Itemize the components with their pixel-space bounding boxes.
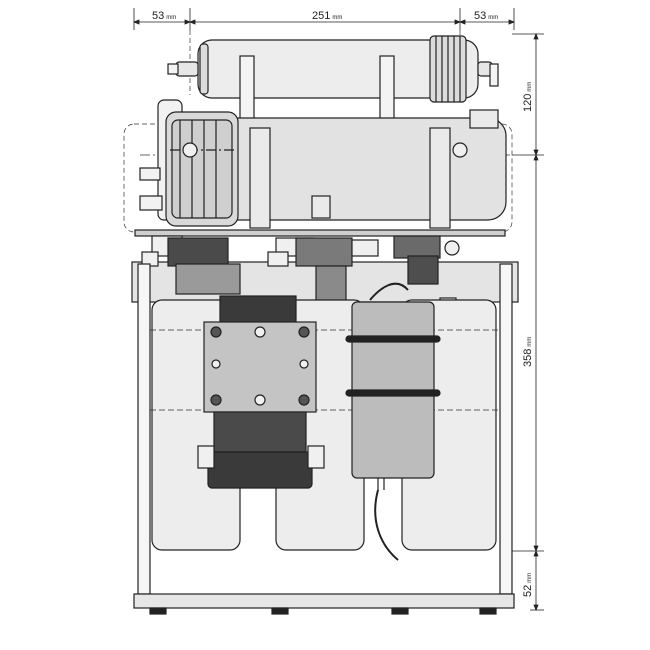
booster-pump (197, 295, 325, 489)
dim-right-unit: mm (488, 15, 498, 21)
power-adapter (345, 282, 441, 561)
dim-top-unit: mm (527, 82, 533, 92)
dim-left-unit: mm (166, 15, 176, 21)
right-dimension-labels: 120 mm 358 mm 52 mm (522, 82, 534, 597)
main-membrane-housing (139, 99, 507, 229)
inlet-valve (141, 235, 241, 295)
frame (133, 263, 515, 615)
top-membrane-filter (167, 35, 499, 121)
dim-bottom-value: 52 (522, 585, 534, 597)
pressure-switch (267, 237, 379, 307)
svg-text:120mm: 120 mm (522, 82, 534, 112)
svg-text:358mm: 358 mm (522, 337, 534, 367)
svg-text:52mm: 52 mm (522, 573, 534, 597)
dim-left-value: 53 (152, 10, 164, 22)
dim-right-value: 53 (474, 10, 486, 22)
right-dimension-lines (512, 32, 544, 612)
dim-center-unit: mm (332, 15, 342, 21)
dim-center-value: 251 (312, 10, 330, 22)
top-dimension-lines (132, 8, 516, 30)
dim-bottom-unit: mm (527, 573, 533, 583)
dim-top-value: 120 (522, 94, 534, 112)
dim-middle-value: 358 (522, 349, 534, 367)
dim-middle-unit: mm (527, 337, 533, 347)
